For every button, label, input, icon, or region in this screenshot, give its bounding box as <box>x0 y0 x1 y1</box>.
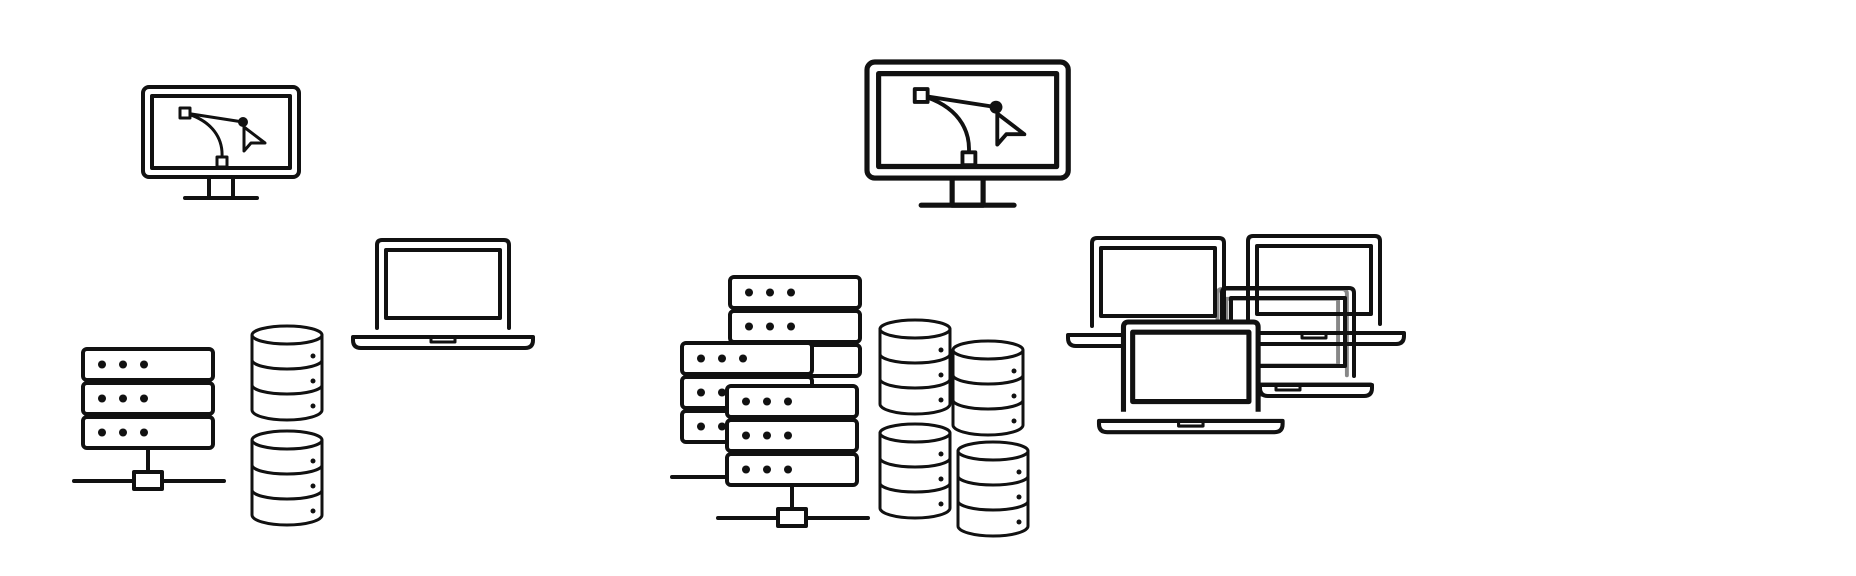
database-stack-icon <box>878 422 952 520</box>
server-rack-icon <box>718 386 868 526</box>
left-icon-group <box>74 85 535 527</box>
laptop-icon <box>1096 319 1285 435</box>
monitor-bezier-icon <box>867 62 1068 205</box>
database-stack-icon <box>250 324 324 422</box>
monitor-bezier-icon <box>141 85 301 200</box>
laptop-icon <box>351 238 535 350</box>
right-icon-group <box>670 62 1406 538</box>
server-rack-icon <box>74 349 224 489</box>
database-stack-icon <box>956 440 1030 538</box>
database-stack-icon <box>878 318 952 416</box>
database-stack-icon <box>250 429 324 527</box>
database-stack-icon <box>951 339 1025 437</box>
